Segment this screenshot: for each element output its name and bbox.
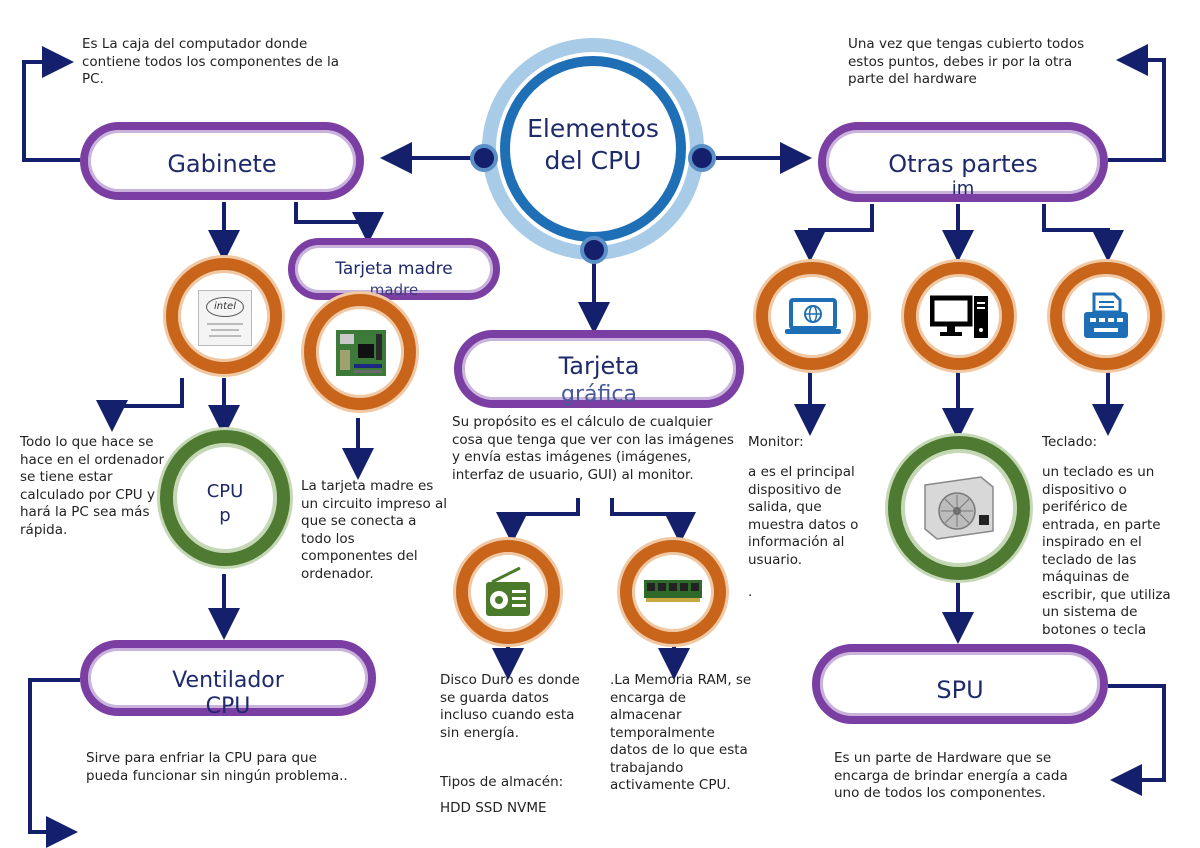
- hub-dot-bottom: [580, 236, 608, 264]
- disco-tipos-label: Tipos de almacén:: [440, 774, 564, 790]
- typewriter-icon: [1084, 292, 1128, 338]
- center-title-line1: Elementos: [527, 114, 659, 143]
- motherboard-icon: [336, 330, 386, 376]
- intel-chip-marking: [207, 323, 243, 325]
- hub-dot-left: [470, 144, 498, 172]
- arrow-gabinete-loop: [22, 46, 80, 162]
- desktop-computer-icon: [930, 295, 988, 338]
- arrow-grafica-to-disco: [496, 498, 580, 544]
- arrow-spu-loop: [1108, 684, 1166, 796]
- ventilador-ghost: CPU: [205, 694, 251, 719]
- cpu-desc: Todo lo que hace se hace en el ordenador…: [20, 434, 165, 538]
- intel-logo: intel: [206, 297, 244, 317]
- spu-desc: Es un parte de Hardware que se encarga d…: [834, 750, 1068, 801]
- tarjeta-grafica-node: Tarjeta gráfica: [454, 330, 744, 408]
- spu-node: SPU: [812, 644, 1108, 724]
- tarjeta-madre-node: Tarjeta madre madre: [288, 238, 500, 300]
- power-supply-icon: [924, 476, 994, 540]
- ram-desc: .La Memoria RAM, se encarga de almacenar…: [610, 672, 752, 793]
- radio-icon: [486, 566, 530, 616]
- gabinete-node: Gabinete: [80, 122, 364, 200]
- tarjeta-grafica-ghost: gráfica: [561, 382, 637, 407]
- gabinete-desc: Es La caja del computador donde contiene…: [82, 36, 339, 87]
- intel-chip-icon: intel: [198, 290, 252, 346]
- disco-desc: Disco Duro es donde se guarda datos incl…: [440, 672, 580, 741]
- tarjeta-madre-title: Tarjeta madre: [335, 259, 453, 279]
- otras-desc: Una vez que tengas cubierto todos estos …: [848, 36, 1085, 87]
- monitor-label: Monitor:: [748, 434, 804, 450]
- center-hub: Elementos del CPU: [482, 38, 704, 260]
- arrow-ventilador-loop: [28, 678, 80, 848]
- arrow-otras-to-teclado: [1042, 204, 1124, 262]
- tarjeta-madre-desc: La tarjeta madre es un circuito impreso …: [301, 478, 448, 582]
- disco-tipos: HDD SSD NVME: [440, 800, 547, 812]
- ventilador-desc: Sirve para enfriar la CPU para que pueda…: [86, 750, 348, 784]
- arrow-gabinete-to-madre: [294, 202, 384, 244]
- teclado-circle: [1050, 262, 1162, 370]
- pc-circle: [904, 262, 1014, 370]
- center-title-line2: del CPU: [544, 146, 642, 175]
- gabinete-title: Gabinete: [167, 150, 277, 178]
- disco-circle: [456, 540, 560, 644]
- monitor-dot: .: [748, 584, 753, 600]
- cpu-node: CPU p: [160, 430, 290, 566]
- tarjeta-grafica-title: Tarjeta: [558, 352, 640, 380]
- otras-partes-ghost: im: [951, 178, 975, 199]
- tarjeta-grafica-desc: Su propósito es el cálculo de cualquier …: [452, 414, 734, 483]
- monitor-desc: a es el principal dispositivo de salida,…: [748, 464, 859, 568]
- laptop-icon: [785, 298, 841, 334]
- ventilador-node: Ventilador CPU: [80, 640, 376, 719]
- teclado-desc: un teclado es un dispositivo o periféric…: [1042, 464, 1171, 638]
- arrow-grafica-to-ram: [610, 498, 696, 544]
- power-supply-circle: [888, 436, 1030, 580]
- intel-chip-marking-3: [209, 335, 241, 337]
- arrow-otras-loop: [1108, 44, 1166, 162]
- intel-chip-marking-2: [211, 329, 239, 331]
- arrow-otras-to-monitor: [794, 204, 874, 262]
- motherboard-circle: [304, 294, 416, 410]
- ram-circle: [620, 540, 726, 644]
- cpu-ghost: p: [219, 505, 231, 526]
- otras-partes-title: Otras partes: [888, 150, 1038, 178]
- hub-dot-right: [688, 144, 716, 172]
- intel-circle: intel: [166, 258, 282, 374]
- monitor-circle: [756, 262, 868, 370]
- teclado-label: Teclado:: [1042, 434, 1098, 450]
- cpu-title: CPU: [206, 481, 244, 502]
- arrow-intel-to-cpu-note: [96, 378, 184, 432]
- tarjeta-madre-ghost: madre: [369, 281, 419, 299]
- ram-icon: [644, 580, 702, 602]
- otras-partes-node: Otras partes im: [818, 122, 1108, 202]
- spu-title: SPU: [936, 676, 984, 704]
- ventilador-title: Ventilador: [172, 668, 284, 693]
